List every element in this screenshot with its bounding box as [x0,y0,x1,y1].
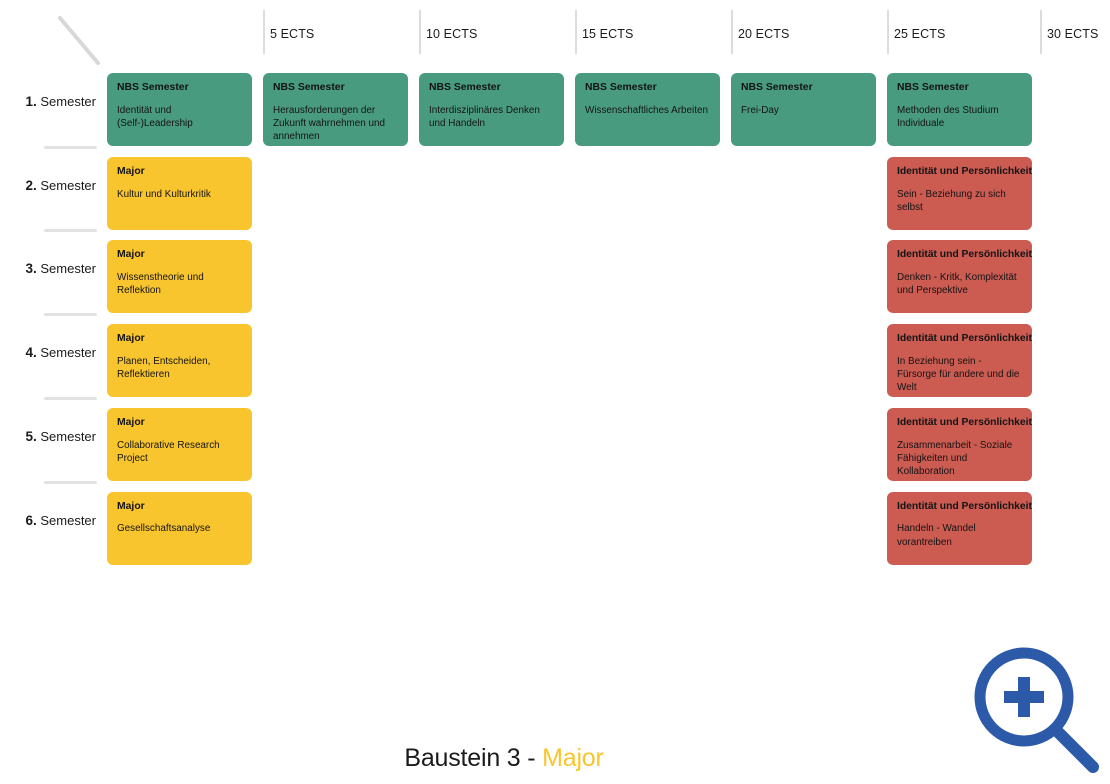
course-card-category: Identität und Persönlichkeit [897,333,1032,345]
semester-number: 1. [25,94,37,109]
ects-tick-5 [887,10,889,54]
semester-number: 6. [25,512,37,528]
course-card-title: Wissenstheorie und Reflektion [117,272,204,297]
course-card-title: Wissenschaftliches Arbeiten [585,104,708,116]
course-card-title: Sein - Beziehung zu sich selbst [897,188,1006,213]
semester-label: 6. Semester [0,513,96,528]
ects-label: 25 ECTS [894,27,946,41]
course-card-title: Collaborative Research Project [117,439,220,464]
semester-row-divider [44,313,97,317]
semester-word: Semester [40,261,96,277]
semester-word: Semester [40,94,96,109]
semester-row-divider [44,229,97,233]
course-card-category: Major [117,416,145,428]
course-card-title: Interdisziplinäres Denken und Handeln [429,104,540,130]
course-card-category: NBS Semester [117,82,189,93]
course-card-title: Denken - Kritk, Komplexität und Perspekt… [897,272,1017,297]
course-card-title: Identität und (Self-)Leadership [117,104,193,130]
page-title: Baustein 3 - Major [0,744,1008,773]
ects-label: 5 ECTS [270,27,315,41]
semester-row-divider [44,480,97,484]
ects-tick-6 [1040,10,1042,54]
semester-number: 3. [25,261,37,277]
semester-word: Semester [40,512,96,528]
page-title-prefix: Baustein 3 - [404,744,543,772]
semester-label: 3. Semester [0,261,96,276]
semester-label: 2. Semester [0,178,96,193]
course-card-title: Planen, Entscheiden, Reflektieren [117,356,211,381]
ects-label: 30 ECTS [1047,27,1099,41]
course-card-identity[interactable]: Identität und Persönlichkeit In Beziehung… [887,324,1032,398]
course-card-category: NBS Semester [273,82,345,93]
course-card-category: Major [117,500,145,512]
semester-row-divider [44,145,97,149]
ects-tick-1 [263,10,265,54]
course-card-category: Identität und Persönlichkeit [897,165,1032,177]
ects-tick-2 [419,10,421,54]
course-card-category: NBS Semester [897,82,969,93]
semester-number: 5. [25,428,37,444]
ects-tick-4 [731,10,733,54]
page-title-accent: Major [542,744,604,772]
course-card-category: NBS Semester [429,82,501,93]
course-card-category: Major [117,165,145,177]
zoom-in-magnifier-icon[interactable] [966,641,1106,781]
diagonal-slash-icon [58,16,100,65]
semester-number: 2. [25,177,37,193]
ects-label: 10 ECTS [426,27,478,41]
course-card-title: Handeln - Wandel vorantreiben [897,523,976,548]
course-card-title: In Beziehung sein - Fürsorge für andere … [897,356,1020,394]
ects-scale-header: 5 ECTS 10 ECTS 15 ECTS 20 ECTS 25 ECTS 30 ECT… [0,0,1110,65]
course-card-title: Zusammenarbeit - Soziale Fähigkeiten und… [897,439,1013,477]
course-card-title: Methoden des Studium Individuale [897,104,999,130]
course-card-category: Identität und Persönlichkeit [897,416,1032,428]
ects-label: 20 ECTS [738,27,790,41]
course-card-title: Kultur und Kulturkritik [117,188,211,200]
semester-label: 1. Semester [0,94,96,109]
course-card-category: Major [117,249,145,261]
semester-word: Semester [40,177,96,193]
ects-tick-3 [575,10,577,54]
semester-row-divider [44,396,97,400]
course-card-category: NBS Semester [585,82,657,93]
course-card-title: Herausforderungen der Zukunft wahrnehmen… [273,104,385,143]
semester-word: Semester [40,345,96,361]
ects-label: 15 ECTS [582,27,634,41]
course-card-title: Frei-Day [741,104,779,116]
course-card-category: Major [117,333,145,345]
semester-label: 5. Semester [0,429,96,444]
course-card-category: Identität und Persönlichkeit [897,500,1032,512]
semester-word: Semester [40,428,96,444]
course-card-category: NBS Semester [741,82,813,93]
semester-label: 4. Semester [0,345,96,360]
course-card-title: Gesellschaftsanalyse [117,523,211,535]
course-card-category: Identität und Persönlichkeit [897,249,1032,261]
semester-number: 4. [25,345,37,361]
